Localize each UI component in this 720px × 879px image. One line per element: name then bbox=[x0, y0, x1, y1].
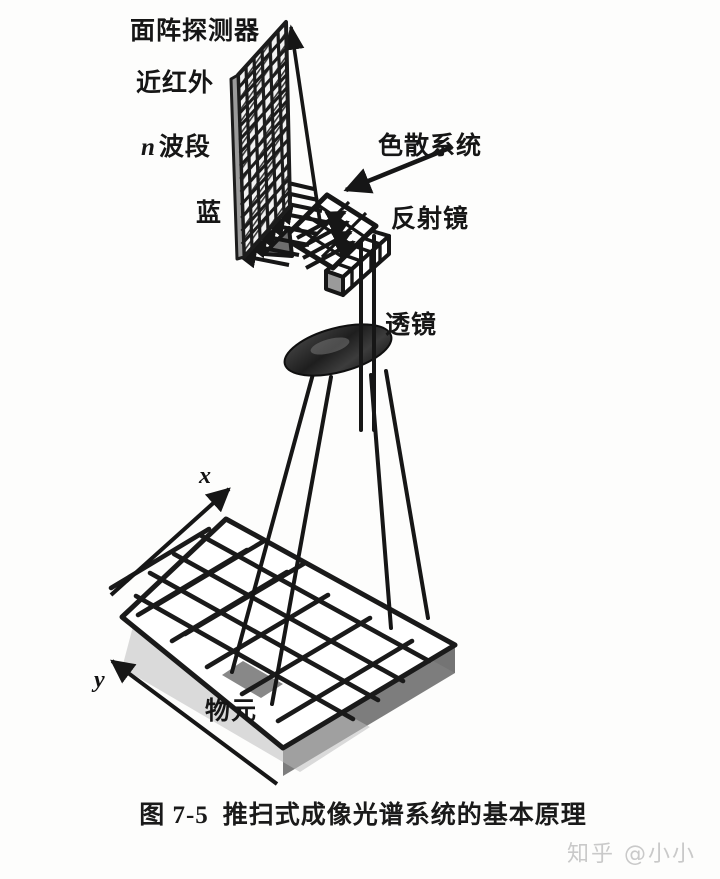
lens bbox=[283, 323, 393, 377]
label-axis-x: x bbox=[199, 463, 211, 489]
label-dispersion-system: 色散系统 bbox=[378, 131, 483, 160]
ground-pixel-cell bbox=[222, 661, 283, 698]
label-lens: 透镜 bbox=[385, 310, 438, 339]
ground-grid-lines-y bbox=[152, 538, 308, 637]
axis-y-arrow bbox=[110, 659, 279, 786]
mirror-support-struts bbox=[359, 234, 376, 432]
label-n-band-text: 波段 bbox=[158, 132, 211, 161]
dispersion-fan-rays bbox=[296, 210, 356, 270]
label-axis-y: y bbox=[94, 667, 105, 693]
axis-x-arrow bbox=[109, 487, 231, 597]
dispersion-system bbox=[236, 24, 379, 271]
detector-panel-edge bbox=[229, 73, 246, 261]
label-mirror: 反射镜 bbox=[391, 204, 470, 233]
label-n-band-italic-n: n bbox=[141, 134, 156, 161]
field-of-view-beam bbox=[230, 369, 430, 706]
label-area-array-detector: 面阵探测器 bbox=[130, 16, 261, 45]
axis-arrows bbox=[109, 487, 279, 786]
label-near-infrared: 近红外 bbox=[136, 68, 215, 97]
figure-caption-number: 图 7-5 bbox=[139, 802, 209, 829]
dispersion-leader-arrow bbox=[343, 144, 453, 194]
beam-line-4 bbox=[384, 369, 430, 620]
dispersion-to-detector-ray bbox=[284, 24, 322, 223]
beam-line-1 bbox=[230, 372, 315, 674]
figure-caption-text: 推扫式成像光谱系统的基本原理 bbox=[222, 800, 587, 829]
detector-array bbox=[229, 20, 292, 261]
detector-rows bbox=[237, 33, 292, 246]
beam-line-2 bbox=[270, 375, 333, 706]
figure-caption: 图 7-5 推扫式成像光谱系统的基本原理 bbox=[0, 795, 720, 831]
label-blue: 蓝 bbox=[196, 198, 223, 227]
lens-body bbox=[283, 323, 393, 377]
label-ground-pixel: 物元 bbox=[205, 696, 258, 725]
watermark: 知乎 @小小 bbox=[567, 842, 696, 867]
lens-highlight bbox=[310, 337, 350, 355]
mirror-front-face bbox=[324, 269, 345, 297]
